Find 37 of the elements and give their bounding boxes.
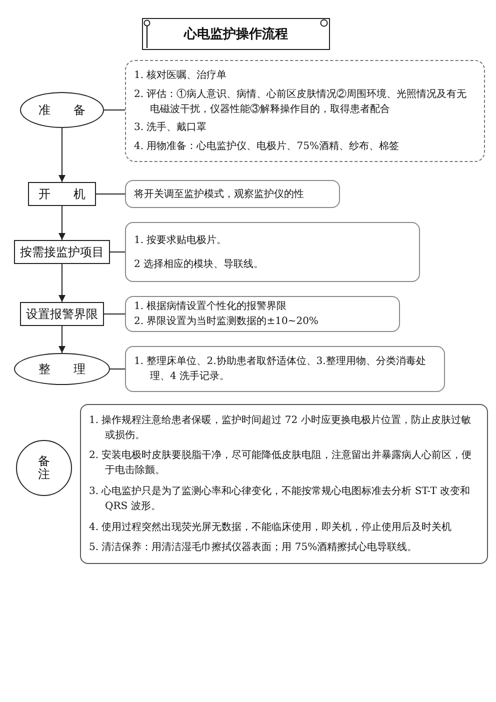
note-text: 4. 用物准备：心电监护仪、电极片、75%酒精、纱布、棉签 — [134, 140, 399, 154]
note-text: 2. 评估：①病人意识、病情、心前区皮肤情况②周围环境、光照情况及有无电磁波干扰，仪器性能③解释操作目的，取得患者配合 — [134, 88, 468, 117]
step-box — [20, 302, 104, 326]
note-text: 2. 界限设置为当时监测数据的±10~20% — [134, 314, 318, 329]
step-label: 整 理 — [38, 360, 86, 378]
scroll-banner — [142, 18, 330, 50]
note-box — [125, 222, 420, 282]
note-text: 将开关调至监护模式，观察监护仪的性 — [134, 188, 305, 202]
note-box — [125, 180, 340, 208]
step-label: 准 备 — [38, 102, 86, 118]
banner-label: 心电监护操作流程 — [184, 26, 288, 43]
note-box — [125, 60, 485, 162]
step-label: 设置报警界限 — [26, 306, 98, 322]
step-label: 按需接监护项目 — [20, 244, 104, 260]
arrow — [58, 326, 66, 354]
note-text: 1. 整理床单位、2.协助患者取舒适体位、3.整理用物、分类消毒处理、4 洗手记录。 — [134, 354, 427, 384]
note-text: 5. 清洁保养：用清洁湿毛巾擦拭仪器表面；用 75%酒精擦拭心电导联线。 — [89, 540, 418, 556]
note-text: 1. 按要求贴电极片。 — [134, 234, 227, 248]
step-box — [14, 240, 110, 264]
arrow — [58, 128, 66, 182]
note-text: 1. 核对医嘱、治疗单 — [134, 68, 227, 83]
arrow — [58, 206, 66, 240]
arrow — [58, 264, 66, 302]
note-box — [80, 404, 488, 564]
note-text: 1. 操作规程注意给患者保暖，监护时间超过 72 小时应更换电极片位置，防止皮肤过敏或损伤。 — [89, 414, 472, 443]
note-text: 2. 安装电极时皮肤要脱脂干净，尽可能降低皮肤电阻，注意留出并暴露病人心前区，便于电击除颤。 — [89, 448, 473, 478]
step-box — [28, 182, 96, 206]
note-text: 2 选择相应的模块、导联线。 — [134, 258, 264, 272]
note-text: 4. 使用过程突然出现荧光屏无数据，不能临床使用，即关机，停止使用后及时关机 — [89, 520, 452, 535]
connector-line — [110, 368, 126, 370]
remarks-label: 备注 — [38, 454, 50, 482]
note-box — [125, 296, 400, 332]
note-box — [125, 346, 445, 392]
note-text: 3. 心电监护只是为了监测心率和心律变化，不能按常规心电图标准去分析 ST-T 改变和 QRS 波形。 — [89, 484, 472, 514]
note-text: 1. 根据病情设置个性化的报警界限 — [134, 300, 287, 314]
note-text: 3. 洗手、戴口罩 — [134, 120, 207, 136]
step-label: 开 机 — [38, 186, 86, 202]
